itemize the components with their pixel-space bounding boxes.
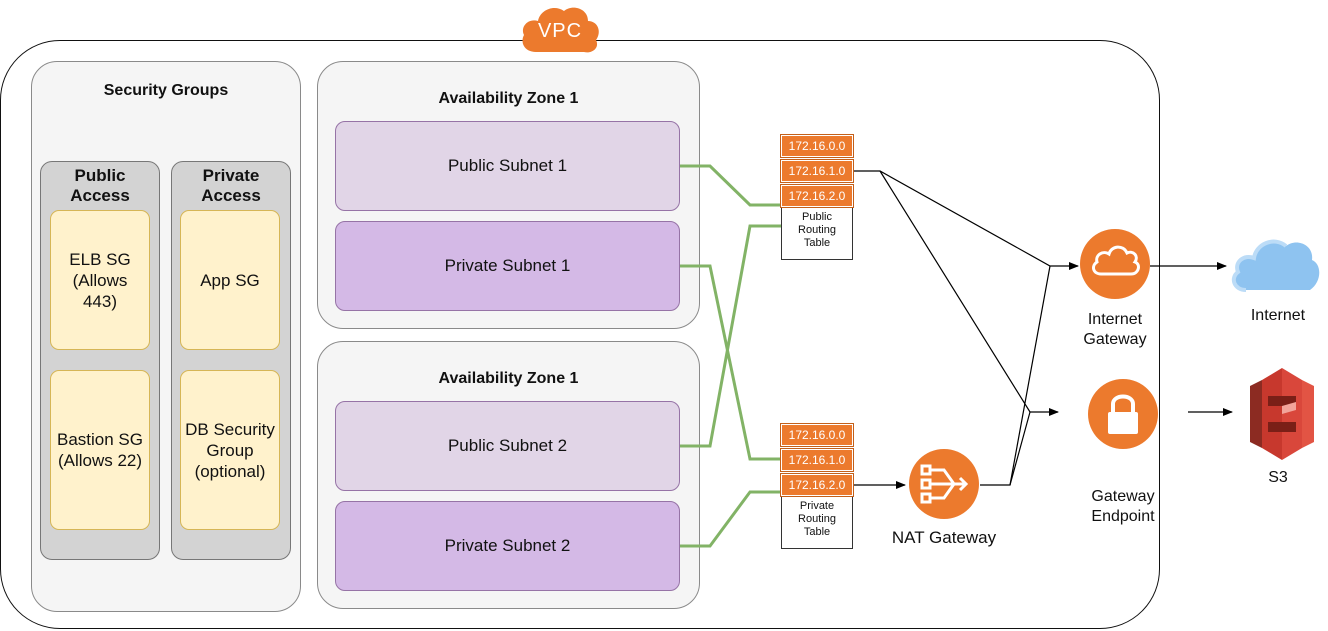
availability-zone-b-title: Availability Zone 1 [438, 370, 579, 387]
nat-gateway-icon [909, 449, 979, 519]
s3-bucket-icon [1250, 368, 1314, 460]
private-rt-label: Private Routing Table [781, 496, 853, 549]
public-routing-table: 172.16.0.0 172.16.1.0 172.16.2.0 Public … [780, 134, 854, 260]
public-subnet-1: Public Subnet 1 [335, 121, 680, 211]
s3-label: S3 [1268, 469, 1288, 486]
private-subnet-2: Private Subnet 2 [335, 501, 680, 591]
internet-gateway-label: Internet Gateway [1083, 311, 1147, 348]
private-rt-cidr-2: 172.16.2.0 [780, 473, 854, 497]
vpc-label: VPC [537, 20, 583, 42]
public-rt-label: Public Routing Table [781, 207, 853, 260]
public-rt-cidr-1: 172.16.1.0 [780, 159, 854, 183]
internet-cloud-icon [1231, 239, 1320, 292]
link-public-subnet-1 [680, 164, 781, 207]
link-public-rt-to-igw [850, 170, 1079, 270]
public-access-title: Public Access [70, 166, 130, 205]
link-public-rt-to-endpoint [879, 170, 1059, 416]
public-rt-cidr-2: 172.16.2.0 [780, 184, 854, 208]
link-public-subnet-2 [680, 224, 781, 448]
link-private-subnet-1 [680, 264, 781, 461]
link-nat-to-endpoint [1009, 411, 1031, 486]
private-rt-cidr-1: 172.16.1.0 [780, 448, 854, 472]
availability-zone-a-title: Availability Zone 1 [438, 90, 579, 107]
private-access-title: Private Access [201, 166, 261, 205]
app-sg: App SG [180, 210, 280, 350]
private-routing-table: 172.16.0.0 172.16.1.0 172.16.2.0 Private… [780, 423, 854, 549]
vpc-cloud-icon [522, 7, 599, 53]
link-private-subnet-2 [680, 490, 781, 548]
link-nat-to-igw [980, 265, 1051, 486]
private-rt-cidr-0: 172.16.0.0 [780, 423, 854, 447]
gateway-endpoint-label: Gateway Endpoint [1091, 488, 1155, 525]
db-security-group: DB Security Group (optional) [180, 370, 280, 530]
public-rt-cidr-0: 172.16.0.0 [780, 134, 854, 158]
internet-label: Internet [1250, 307, 1306, 324]
security-groups-title: Security Groups [103, 82, 229, 99]
nat-gateway-label: NAT Gateway [891, 528, 997, 547]
internet-gateway-icon [1080, 229, 1150, 299]
bastion-sg: Bastion SG (Allows 22) [50, 370, 150, 530]
lock-icon [1088, 379, 1158, 449]
private-subnet-1: Private Subnet 1 [335, 221, 680, 311]
elb-sg: ELB SG (Allows 443) [50, 210, 150, 350]
public-subnet-2: Public Subnet 2 [335, 401, 680, 491]
